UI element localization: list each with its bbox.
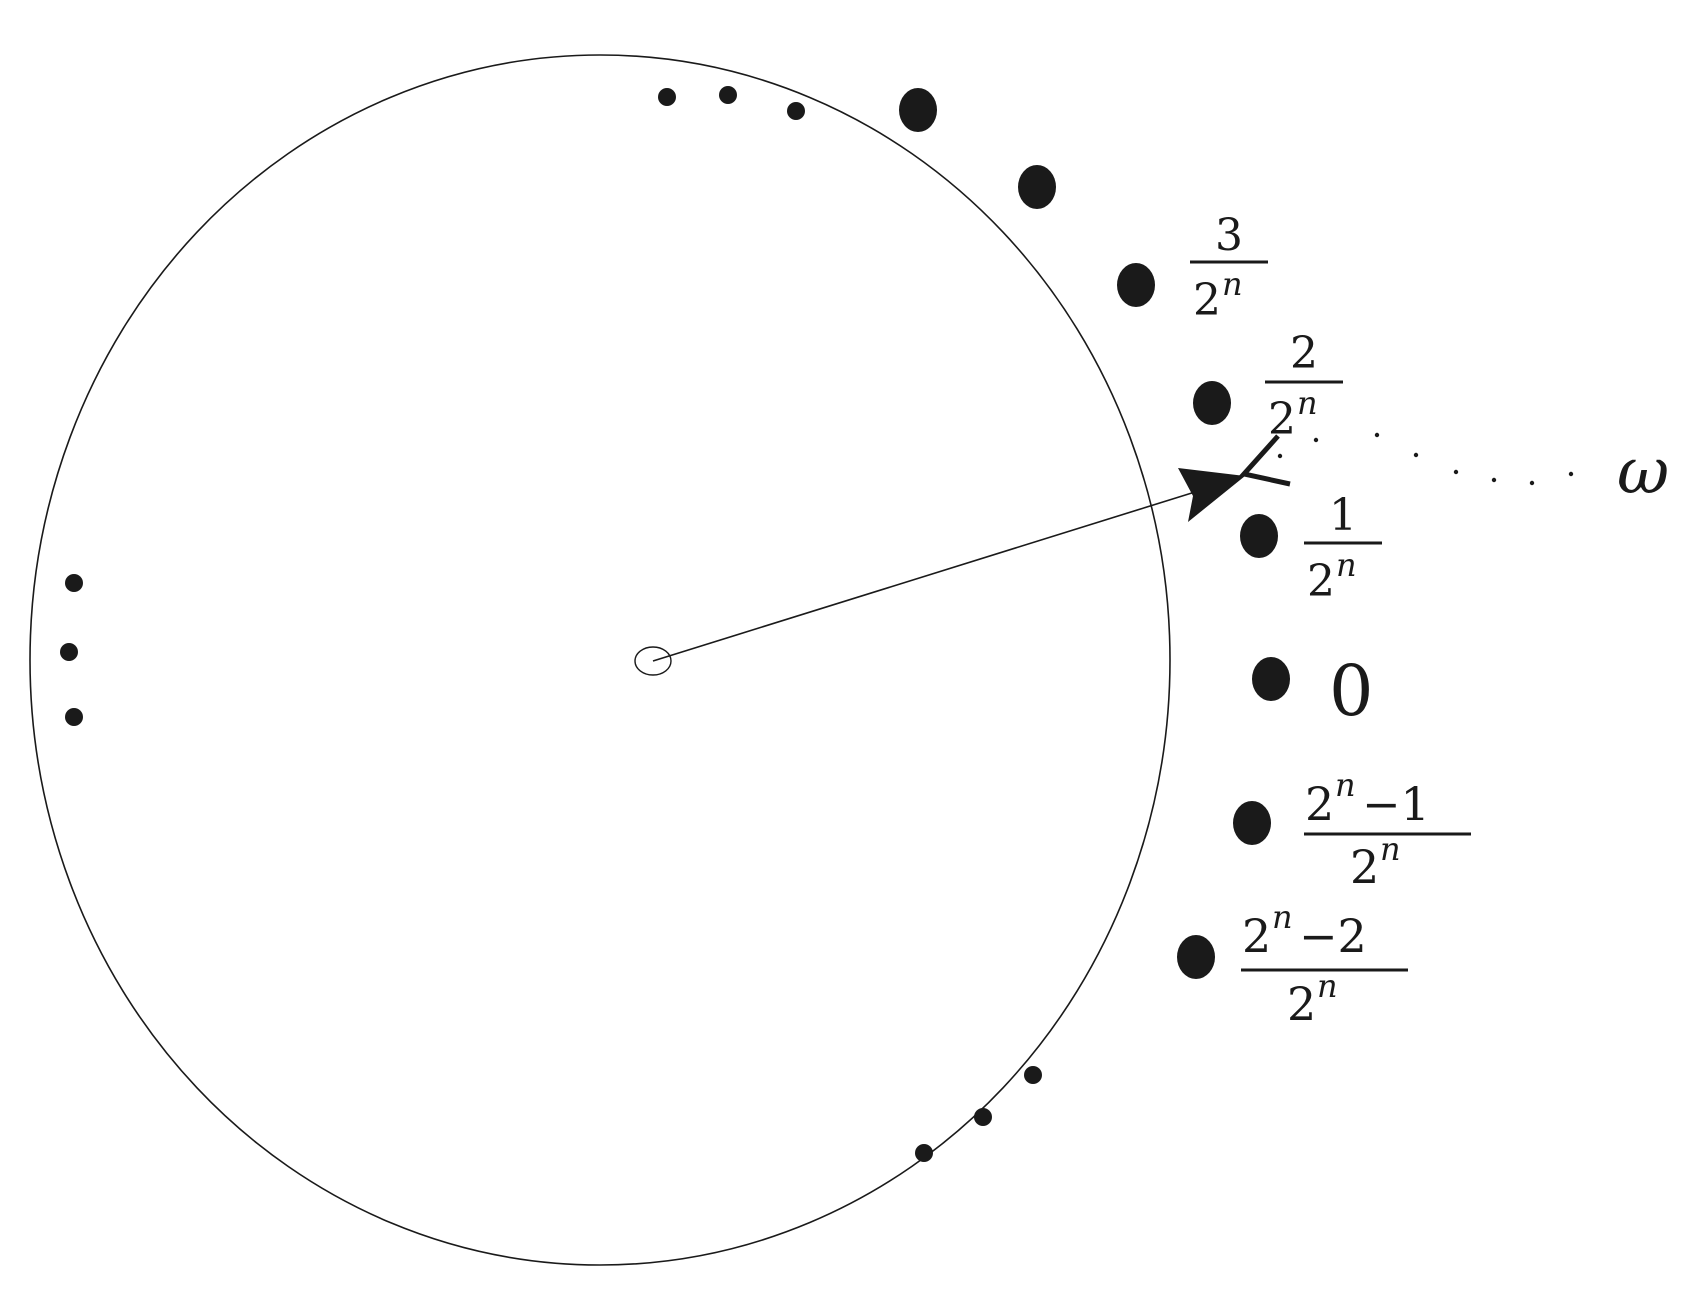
- ellipsis-left: [60, 574, 83, 726]
- label-m2-num-exp: n: [1272, 898, 1293, 936]
- phase-arrowhead: [1178, 468, 1245, 522]
- omega-pointer-chevron: [1239, 434, 1291, 487]
- label-three-denominator-base: 2: [1193, 275, 1221, 326]
- label-2n-minus-1-over-2n: 2 n −1 2 n: [1304, 766, 1471, 894]
- label-two-numerator: 2: [1290, 328, 1318, 379]
- label-one-numerator: 1: [1329, 490, 1357, 541]
- point-2n-minus-2: [1177, 935, 1215, 979]
- label-2n-minus-2-over-2n: 2 n −2 2 n: [1241, 898, 1408, 1031]
- label-m2-den-exp: n: [1317, 967, 1338, 1005]
- label-omega: ω: [1617, 435, 1669, 509]
- ellipsis-bottom: [915, 1066, 1042, 1162]
- label-m1-den-base: 2: [1350, 840, 1379, 894]
- label-m1-den-exp: n: [1380, 830, 1401, 868]
- point-two-over-2n: [1193, 381, 1231, 425]
- omega-dotted-line: [1277, 432, 1574, 486]
- label-one-over-2n: 1 2 n: [1304, 490, 1382, 607]
- point-2n-minus-1: [1233, 801, 1271, 845]
- label-m1-num-exp: n: [1335, 766, 1356, 804]
- center-point: [634, 646, 672, 676]
- point-one-over-2n: [1240, 514, 1278, 558]
- label-m1-num-rest: −1: [1362, 777, 1430, 831]
- label-two-denominator-base: 2: [1268, 394, 1296, 445]
- label-two-over-2n: 2 2 n: [1265, 328, 1343, 445]
- label-two-denominator-exp: n: [1297, 384, 1318, 422]
- label-m2-den-base: 2: [1287, 977, 1316, 1031]
- point-zero: [1252, 657, 1290, 701]
- label-three-over-2n: 3 2 n: [1190, 210, 1268, 326]
- label-one-denominator-exp: n: [1336, 546, 1357, 584]
- label-m2-num-rest: −2: [1299, 909, 1367, 963]
- label-zero: 0: [1329, 650, 1374, 732]
- point-upper-6: [899, 88, 937, 132]
- label-m1-num-base: 2: [1305, 777, 1334, 831]
- phase-arrow-line: [652, 491, 1196, 662]
- point-upper-5: [1018, 165, 1056, 209]
- label-one-denominator-base: 2: [1307, 556, 1335, 607]
- label-three-denominator-exp: n: [1222, 265, 1243, 303]
- ellipsis-top: [658, 86, 805, 120]
- unit-circle: [29, 54, 1171, 1266]
- point-three-over-2n: [1117, 263, 1155, 307]
- label-m2-num-base: 2: [1242, 909, 1271, 963]
- label-three-numerator: 3: [1215, 210, 1243, 261]
